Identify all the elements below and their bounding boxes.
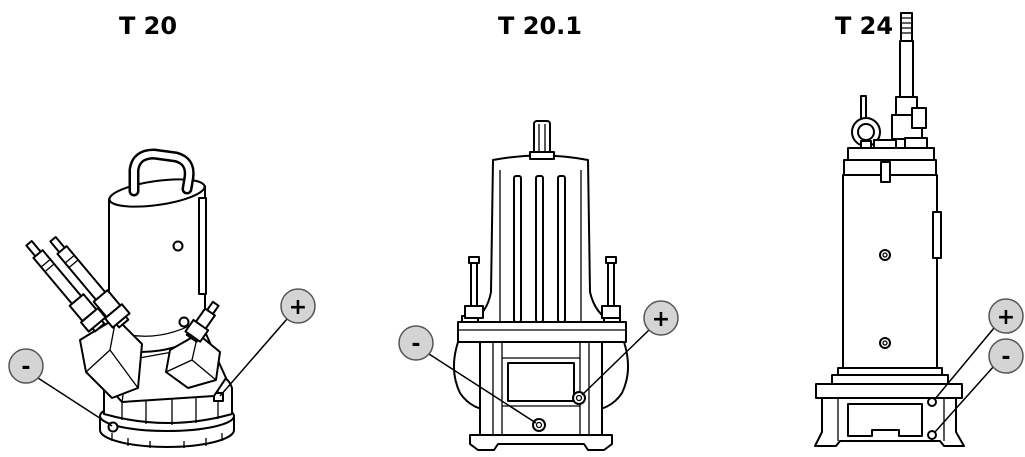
t24-plus-callout: + (934, 298, 1024, 400)
t24-minus-terminal (927, 430, 937, 440)
t20-cable-right (184, 300, 220, 343)
t24-minus-label: - (1001, 345, 1010, 370)
t20-1-rod-left-nut (464, 305, 484, 319)
t20-1-feet (469, 434, 613, 451)
t20-minus-callout: - (8, 348, 113, 427)
t20-left-housing-edges (85, 317, 139, 389)
t24-side-plate (932, 211, 942, 259)
t24-rod-side-fitting (911, 107, 927, 129)
t20-minus-label: - (21, 355, 30, 380)
t20-1-minus-terminal (532, 418, 546, 432)
t24-motor-body (842, 174, 938, 369)
t20-1-motor (469, 154, 613, 323)
t24-motor-screw-upper-core (882, 252, 888, 258)
pump-t20-1: T 20.1 (398, 12, 679, 451)
t20-1-connector-ribs (538, 124, 546, 154)
pump-t20-title: T 20 (119, 12, 177, 40)
t20-1-flange-plate (457, 321, 627, 343)
t20-1-minus-leader (428, 353, 537, 424)
t20-1-rod-right-shaft (607, 261, 615, 313)
t24-plus-badge (988, 298, 1024, 334)
t20-flange-teeth (111, 433, 223, 448)
t20-side-plate (198, 197, 207, 295)
t20-cable-rear (49, 236, 131, 329)
t24-base-opening (847, 403, 923, 437)
t20-motor-hole-lower (178, 316, 190, 328)
t20-1-plus-terminal-core (575, 394, 583, 402)
pump-t20-1-title: T 20.1 (498, 12, 582, 40)
t24-minus-badge (988, 338, 1024, 374)
t20-right-housing-edges (165, 333, 217, 381)
t20-cable-right-nut (184, 318, 210, 343)
t24-top-plate (847, 137, 935, 161)
t20-1-minus-callout: - (398, 325, 537, 424)
t24-minus-leader (934, 365, 995, 433)
t24-plus-terminal (927, 397, 937, 407)
t20-1-fin-left (513, 175, 522, 323)
t24-ring-lower (831, 374, 949, 385)
t24-base-plate (815, 383, 963, 399)
t20-1-rod-left-shaft (470, 261, 478, 313)
t20-1-base-frame (469, 341, 613, 451)
t20-cable-front (25, 240, 107, 333)
t20-handle (128, 148, 195, 197)
t24-motor-screw-lower-core (882, 340, 888, 346)
t20-1-minus-label: - (411, 332, 420, 357)
t24-top-plate-body (847, 147, 935, 161)
t24-base (814, 367, 965, 447)
t20-minus-badge (8, 348, 44, 384)
t20-plus-callout: + (219, 288, 316, 397)
t20-1-rod-right-nut (601, 305, 621, 319)
t20-motor-hole-upper (172, 240, 184, 252)
t20-1-rod-left (464, 256, 484, 319)
t20-1-terminals (532, 391, 586, 432)
t24-eye-bolt (851, 95, 881, 152)
t20-1-frame-window (507, 362, 575, 402)
t20-1-plus-leader (581, 329, 650, 396)
t20-1-rod-right (601, 256, 621, 319)
t20-1-minus-terminal-core (535, 421, 543, 429)
pump-t24: T 24 (814, 12, 1024, 447)
t24-plus-label: + (997, 305, 1015, 330)
t24-rod-cap-ribs (901, 17, 912, 34)
t24-top-rod (891, 12, 927, 140)
t24-minus-callout: - (934, 338, 1024, 433)
t20-1-top-connector (529, 120, 555, 160)
t20-1-fin-right (557, 175, 566, 323)
t20-cable-rear-bands (64, 254, 79, 269)
t20-1-fin-center (535, 175, 544, 323)
t20-1-motor-edges (499, 170, 582, 322)
t24-motor-window (880, 161, 891, 183)
t24-ring-upper (837, 367, 943, 376)
t20-cable-front-gland (79, 307, 107, 333)
t24-motor-screw-lower (879, 337, 891, 349)
t20-cable-rear-gland (103, 303, 131, 329)
t20-handle-inner (131, 151, 193, 194)
t20-1-plus-label: + (652, 307, 670, 332)
t20-1-rod-left-cap (468, 256, 480, 264)
t24-rod-cap (900, 12, 913, 42)
t24-motor-screw-upper (879, 249, 891, 261)
t20-1-rod-right-cap (605, 256, 617, 264)
t24-rod-shaft (899, 40, 914, 98)
t20-1-connector-collar (529, 151, 555, 160)
t20-plus-badge (280, 288, 316, 324)
t20-1-plus-callout: + (581, 300, 679, 396)
t20-1-minus-badge (398, 325, 434, 361)
pump-t20: T 20 (8, 12, 316, 448)
t24-small-pole (860, 95, 867, 121)
t24-base-leg-lines (837, 398, 945, 441)
t20-cable-front-bands (40, 258, 55, 273)
pump-t24-title: T 24 (835, 12, 893, 40)
t20-plus-label: + (289, 295, 307, 320)
t20-1-plus-badge (643, 300, 679, 336)
t20-minus-leader (37, 377, 113, 427)
t24-plus-leader (934, 327, 995, 400)
t24-motor (842, 159, 942, 369)
t20-plus-leader (219, 318, 288, 397)
